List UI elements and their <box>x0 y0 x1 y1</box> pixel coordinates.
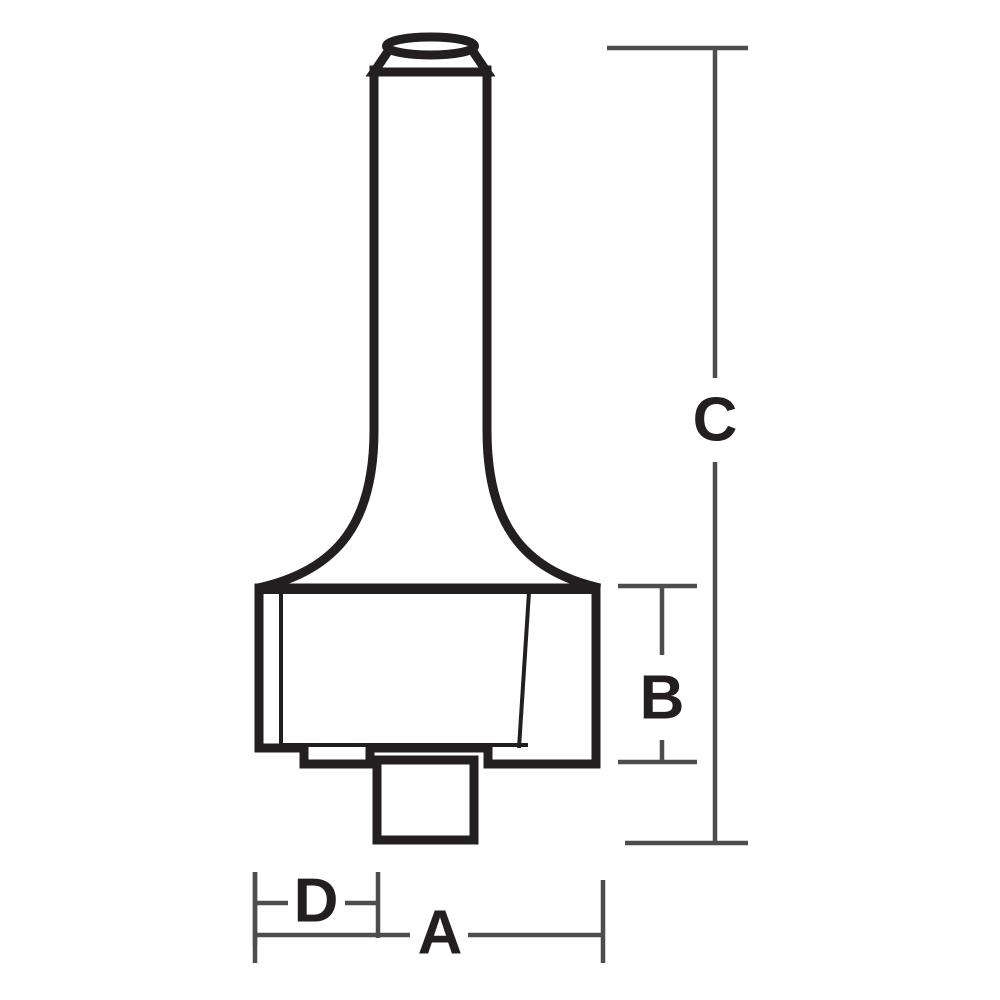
dimension-d-label: D <box>294 866 339 935</box>
part-geometry-group <box>254 32 601 845</box>
dimension-a-label: A <box>418 898 463 967</box>
cutter-head-outer-outline <box>254 583 601 769</box>
cutter-flute-edge-line <box>517 591 531 749</box>
dimension-b-group: B <box>618 583 697 765</box>
shank-top-face-ellipse <box>382 32 479 60</box>
dimension-a-group: A <box>252 872 606 967</box>
bearing-neck-line <box>368 750 490 764</box>
guide-bearing-outline <box>372 755 479 845</box>
dimension-c-label: C <box>693 385 738 454</box>
shank-and-fillet-outline <box>257 65 601 593</box>
dimension-c-group: C <box>607 45 748 846</box>
dimension-b-label: B <box>640 663 685 732</box>
